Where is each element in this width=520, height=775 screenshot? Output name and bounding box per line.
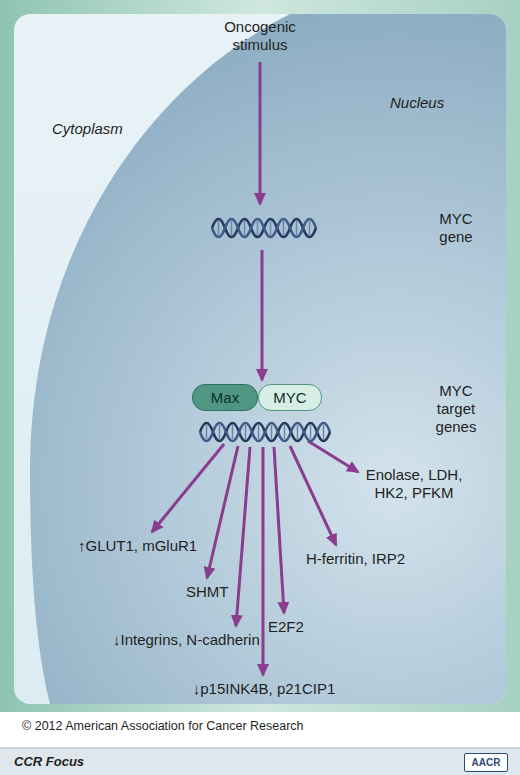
target-gene: E2F2 [268, 618, 304, 636]
nucleus-outline [14, 14, 506, 704]
gene-label: MYC gene [431, 210, 481, 246]
target-arrow [152, 444, 224, 532]
target-gene: H-ferritin, IRP2 [306, 550, 405, 568]
node-text: MYC [273, 389, 306, 407]
footer-bar [0, 748, 520, 775]
signal-arrows [152, 62, 358, 675]
node-text: Max [211, 389, 239, 407]
helix-strand [212, 219, 316, 237]
dna-helix [212, 219, 316, 237]
target-arrow [207, 446, 238, 578]
node-text: Nucleus [390, 94, 444, 112]
gene-label: MYC target genes [429, 382, 484, 436]
target-arrow [290, 446, 336, 545]
dna-helix [200, 423, 330, 441]
target-arrow [308, 441, 358, 472]
target-gene: ↓Integrins, N-cadherin [113, 631, 260, 649]
journal-section: CCR Focus [14, 754, 84, 770]
expression-arrow [261, 250, 264, 380]
target-arrow [274, 447, 284, 613]
helix-rungs [219, 221, 310, 235]
node-text: Cytoplasm [52, 120, 123, 138]
helix-strand [200, 423, 330, 441]
myc-protein: MYC [258, 384, 322, 411]
outer-frame [0, 0, 520, 712]
nucleus-fill [30, 14, 506, 704]
publisher-logo: AACR [464, 753, 508, 772]
nucleus-region: NucleusMax MYC [14, 14, 506, 704]
target-gene: ↑GLUT1, mGluR1 [78, 537, 197, 555]
target-gene: ↓p15INK4B, p21CIP1 [164, 680, 364, 698]
stimulus-label: Oncogenic stimulus [215, 18, 305, 54]
target-arrow [262, 447, 265, 675]
target-gene: SHMT [186, 583, 229, 601]
max-protein: Max [192, 384, 258, 411]
helix-rungs [207, 425, 324, 439]
helix-strand [200, 423, 330, 441]
helix-strand [212, 219, 316, 237]
target-gene: Enolase, LDH, HK2, PFKM [358, 466, 470, 502]
footer-rule [0, 748, 520, 749]
copyright-note: © 2012 American Association for Cancer R… [22, 719, 304, 735]
stimulus-arrow [259, 62, 262, 204]
cell-region: Cytoplasm NucleusMax MYC [14, 14, 506, 704]
target-arrow [236, 447, 250, 626]
